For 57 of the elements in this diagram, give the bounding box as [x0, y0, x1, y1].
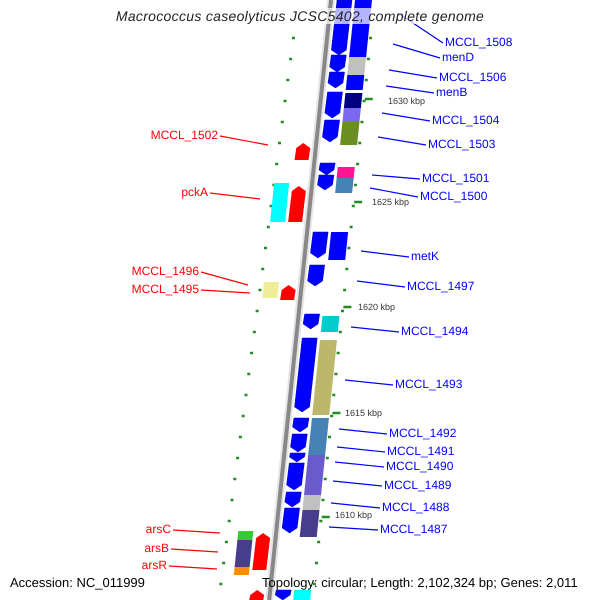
gene-label: MCCL_1490: [386, 459, 454, 473]
gene-label: pckA: [181, 185, 208, 199]
leader-line: [344, 379, 394, 386]
leader-line: [210, 192, 260, 200]
gene-label: MCCL_1491: [387, 444, 454, 458]
leader-line: [200, 289, 250, 294]
leader-line: [370, 187, 418, 198]
leader-line: [168, 565, 218, 570]
leader-line: [392, 43, 440, 59]
gene-label: MCCL_1496: [132, 264, 199, 278]
leader-line: [220, 135, 268, 146]
leader-line: [350, 326, 400, 333]
gene-label: menB: [436, 85, 468, 99]
leader-line: [386, 85, 434, 94]
leader-line: [372, 174, 420, 180]
gene-label: MCCL_1494: [401, 324, 468, 338]
leader-line: [336, 446, 386, 453]
footer-text: Accession: NC_011999: [10, 575, 145, 590]
gene-label: MCCL_1504: [432, 113, 500, 127]
gene-label: MCCL_1489: [384, 478, 452, 492]
gene-label: MCCL_1506: [439, 70, 506, 84]
gene-label: arsC: [146, 522, 171, 536]
position-label: 1615 kbp: [345, 408, 382, 418]
gene-label: MCCL_1502: [150, 128, 218, 142]
gene-label: menD: [442, 50, 474, 64]
gene-label: MCCL_1503: [428, 137, 496, 151]
gene-label: MCCL_1495: [132, 282, 199, 296]
position-label: 1630 kbp: [388, 96, 426, 106]
gene-label: MCCL_1501: [422, 171, 490, 185]
gene-label: MCCL_1497: [407, 279, 474, 293]
gene-label: MCCL_1500: [420, 189, 488, 203]
position-label: 1620 kbp: [358, 302, 396, 312]
leader-line: [356, 280, 406, 288]
gene-label: MCCL_1508: [445, 35, 512, 49]
leader-line: [328, 526, 378, 531]
leader-line: [334, 461, 384, 468]
leader-line: [378, 136, 426, 146]
leader-line: [330, 502, 380, 509]
leader-line: [200, 271, 248, 286]
gene-label: MCCL_1492: [389, 426, 456, 440]
diagram-title: Macrococcus caseolyticus JCSC5402, complete genome: [114, 8, 486, 24]
gene-label: MCCL_1488: [382, 500, 450, 514]
position-label: 1610 kbp: [335, 510, 372, 520]
leader-line: [388, 69, 438, 79]
gene-label: metK: [411, 249, 440, 263]
leader-line: [170, 548, 218, 553]
leader-line: [332, 480, 382, 487]
leader-line: [382, 112, 430, 122]
leader-line: [360, 250, 410, 258]
footer-text: Topology: circular; Length: 2,102,324 bp; Genes: 2,011: [262, 575, 578, 590]
gene-label: MCCL_1493: [395, 377, 462, 391]
leader-line: [172, 529, 220, 534]
gene-label: arsB: [144, 541, 169, 555]
leader-line: [338, 428, 388, 435]
gene-label: MCCL_1487: [380, 522, 448, 536]
gene-label: arsR: [142, 558, 167, 572]
position-label: 1625 kbp: [372, 197, 410, 207]
